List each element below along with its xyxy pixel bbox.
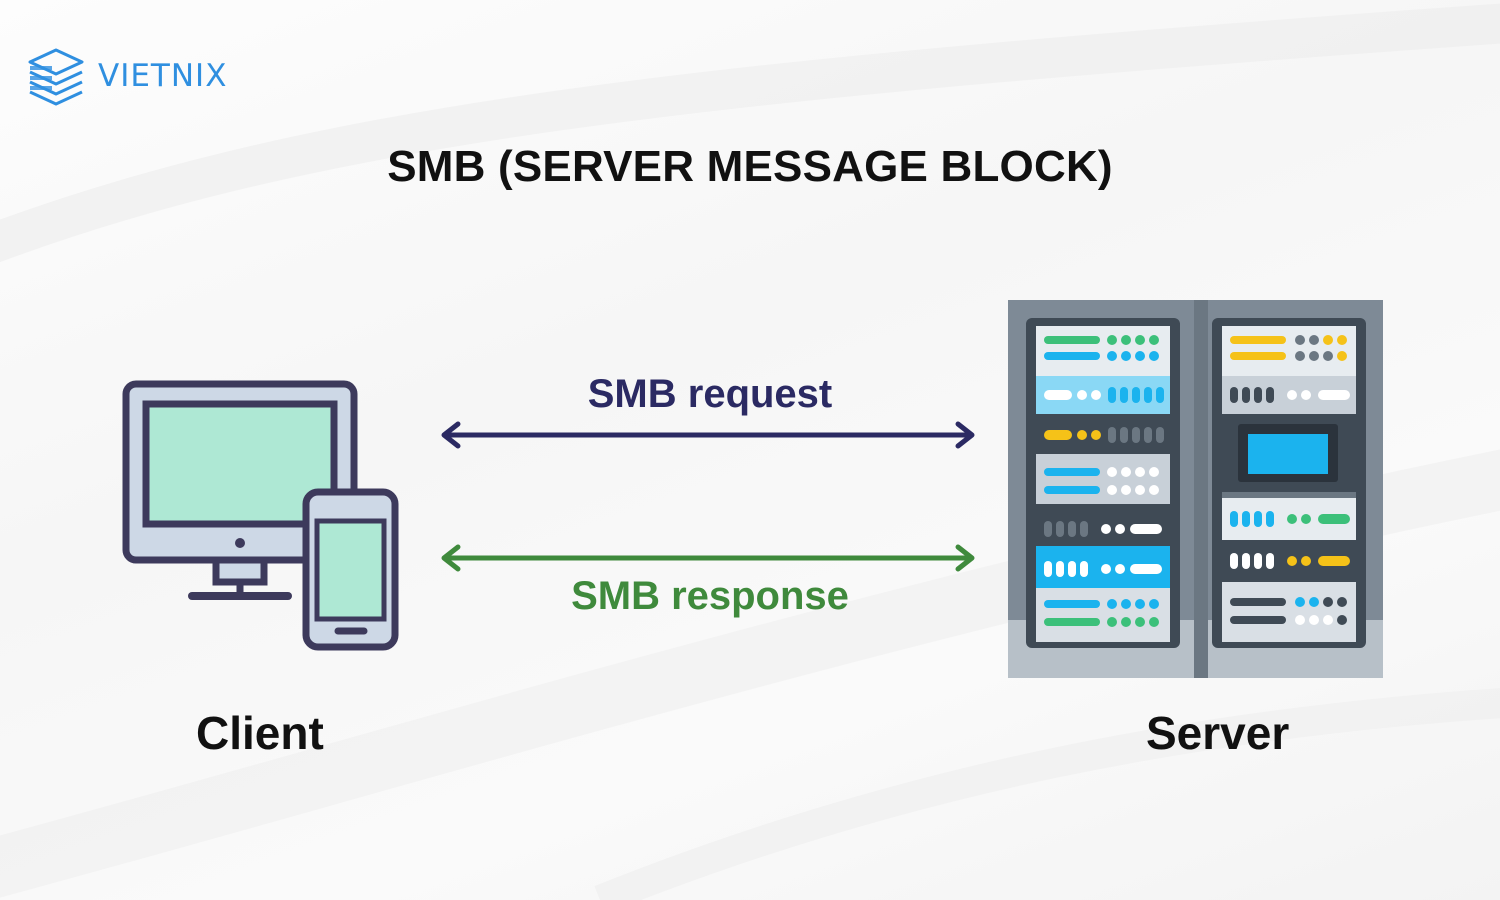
brand-logo: VIETNIX [26,44,227,108]
server-rack-icon [1008,300,1383,678]
monitor-and-phone-icon [122,380,399,651]
brand-name: VIETNIX [98,58,228,94]
smb-response-label: SMB response [571,574,849,618]
stacked-layers-icon [28,48,84,106]
smb-request-label: SMB request [587,372,833,416]
response-arrow [441,544,975,572]
request-arrow [441,421,975,449]
server-label: Server [1146,707,1290,759]
client-label: Client [196,707,324,759]
diagram-title: SMB (SERVER MESSAGE BLOCK) [387,142,1113,191]
